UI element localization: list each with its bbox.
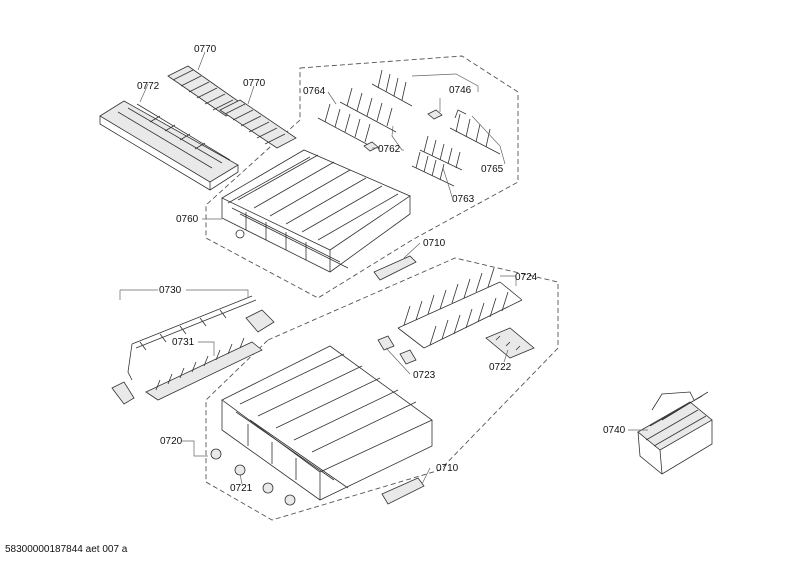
leader-lines [119, 51, 648, 485]
label-0730: 0730 [159, 285, 182, 296]
label-0723: 0723 [413, 370, 436, 381]
upper-basket-0760-drawing [221, 149, 411, 273]
tine-row-0731-drawing [145, 337, 263, 401]
holder-0722-drawing [485, 327, 535, 359]
rail-cover-0710-lower-drawing [381, 477, 425, 505]
document-code: 58300000187844 aet 007 a [5, 544, 128, 555]
cutlery-basket-0740-drawing [637, 391, 713, 475]
rack-insert-0764-drawing [317, 87, 397, 149]
label-0724: 0724 [515, 272, 538, 283]
label-0770-middle: 0770 [243, 78, 266, 89]
label-0740: 0740 [603, 425, 626, 436]
rail-cover-0710-upper-drawing [373, 255, 417, 281]
clip-0762-drawing [363, 109, 443, 152]
wheels-0721-drawing [210, 448, 296, 506]
label-0722: 0722 [489, 362, 512, 373]
label-0762: 0762 [378, 144, 401, 155]
label-0720: 0720 [160, 436, 183, 447]
wire-rail-0730-drawing [111, 295, 275, 405]
label-0765: 0765 [481, 164, 504, 175]
lower-basket-group-outline [205, 257, 559, 521]
label-0764: 0764 [303, 86, 326, 97]
label-0772: 0772 [137, 81, 160, 92]
label-0760: 0760 [176, 214, 199, 225]
upper-basket-group-outline [205, 55, 519, 299]
lower-basket-0720-drawing [221, 345, 433, 501]
label-0710-lower: 0710 [436, 463, 459, 474]
label-0731: 0731 [172, 337, 195, 348]
cutlery-tray-0772-drawing [99, 100, 239, 191]
label-0710-upper: 0710 [423, 238, 446, 249]
label-0770-top: 0770 [194, 44, 217, 55]
clip-0723-drawing [377, 335, 417, 365]
rack-insert-0763-drawing [411, 135, 463, 187]
rack-insert-0724-drawing [397, 267, 523, 349]
label-0763: 0763 [452, 194, 475, 205]
tine-row-0770-lower-drawing [219, 99, 297, 149]
label-0721: 0721 [230, 483, 253, 494]
label-0746: 0746 [449, 85, 472, 96]
rack-insert-0746-drawing [371, 69, 501, 155]
